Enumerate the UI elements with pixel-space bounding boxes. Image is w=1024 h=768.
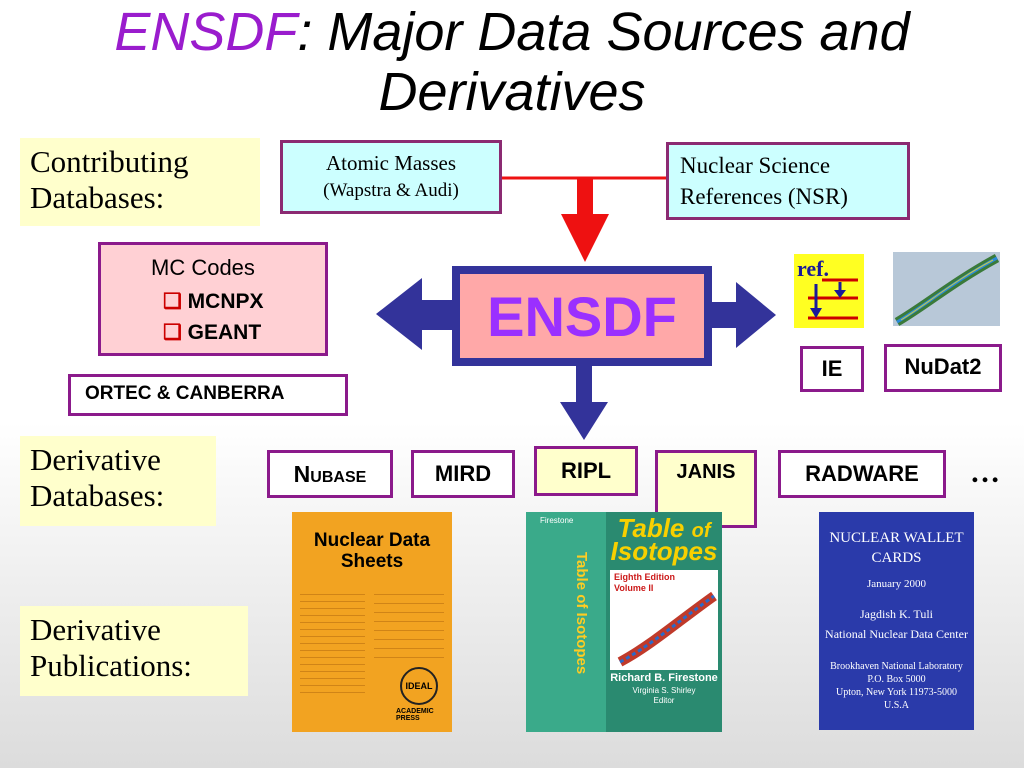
box-line: Atomic Masses [325,151,457,175]
nubase-box: NUBASE [267,450,393,498]
nwc-author-line: National Nuclear Data Center [825,627,968,641]
nwc-address-line: Brookhaven National Laboratory [830,661,963,672]
mc-code-item: ❑ MCNPX [163,289,264,314]
nds-title-line: Nuclear Data [313,530,431,551]
nubase-big: N [293,461,311,487]
nwc-address-line: U.S.A [883,700,909,711]
label-derivative-databases: Derivative Databases: [20,436,216,526]
arrow-left [376,278,452,350]
ortec-canberra-box: ORTEC & CANBERRA [68,374,348,416]
toi-title: Table of Isotopes [608,515,720,564]
nwc-title-line: NUCLEAR WALLET [829,530,964,546]
toi-chart-graphic [617,591,717,667]
box-line: (Wapstra & Audi) [323,180,459,201]
table-of-isotopes-cover: Firestone Table of Isotopes Table of Iso… [526,512,722,732]
checkbox-icon: ❑ [163,290,182,313]
title-accent: ENSDF [114,2,298,62]
label-contributing-databases: Contributing Databases: [20,138,260,226]
ripl-box: RIPL [534,446,638,496]
nsr-box: Nuclear Science References (NSR) [666,142,910,220]
label-line: Derivative [30,612,161,647]
nudat2-box: NuDat2 [884,344,1002,392]
ie-box: IE [800,346,864,392]
toi-spine-panel [526,512,606,732]
nwc-address-line: P.O. Box 5000 [867,674,926,685]
nuclear-data-sheets-cover: Nuclear Data Sheets IDEAL ACADEMIC PRESS [292,512,452,732]
mird-box: MIRD [411,450,515,498]
toi-editor-role: Editor [653,696,675,705]
label-derivative-publications: Derivative Publications: [20,606,248,696]
label-line: Derivative [30,442,161,477]
ref-icon-text: ref. [797,256,829,281]
ensdf-label: ENSDF [460,274,704,358]
nwc-date: January 2000 [867,578,926,590]
arrow-right [712,282,776,348]
toi-title-word: Table [617,513,685,543]
nwc-address: Brookhaven National Laboratory P.O. Box … [819,660,974,712]
ref-icon-graphic [808,278,858,320]
ideal-logo: IDEAL [400,667,438,705]
page-title: ENSDF: Major Data Sources and Derivative… [0,2,1024,122]
toi-editor: Virginia S. Shirley [632,686,696,695]
toi-edition-line: Volume II [614,583,654,593]
toi-chart-panel: Eighth Edition Volume II [610,570,718,670]
nwc-author: Jagdish K. Tuli National Nuclear Data Ce… [819,604,974,644]
nds-title-line: Sheets [340,551,404,572]
nuclide-chart-graphic [894,254,1000,326]
ref-icon: ref. [794,254,864,328]
nwc-author-line: Jagdish K. Tuli [859,607,934,621]
label-line: Publications: [30,648,192,683]
nds-text-block-right [374,594,444,664]
mc-codes-box: MC Codes ❑ MCNPX ❑ GEANT [98,242,328,356]
nwc-title-line: CARDS [871,550,922,566]
nds-text-block-left [300,594,365,694]
toi-edition: Eighth Edition Volume II [610,570,718,596]
mc-code-label: GEANT [187,321,262,344]
toi-top-author: Firestone [540,516,574,525]
mc-code-label: MCNPX [187,290,264,313]
label-line: Contributing [30,144,189,179]
toi-author: Richard B. Firestone [610,672,718,684]
mc-codes-title: MC Codes [151,255,255,280]
toi-spine-title: Table of Isotopes [573,552,590,675]
arrow-red-down [561,178,609,262]
toi-title-word: of [691,520,711,542]
checkbox-icon: ❑ [163,321,182,344]
title-rest: : Major Data Sources and Derivatives [297,2,910,122]
arrow-blue-down [560,366,608,440]
nuclear-wallet-cards-cover: NUCLEAR WALLET CARDS January 2000 Jagdis… [819,512,974,730]
nwc-title: NUCLEAR WALLET CARDS [819,528,974,568]
ellipsis: … [970,456,1000,489]
nudat-chart-image [893,252,1000,326]
mc-code-item: ❑ GEANT [163,320,261,345]
radware-box: RADWARE [778,450,946,498]
toi-edition-line: Eighth Edition [614,572,675,582]
nds-title: Nuclear Data Sheets [292,530,452,572]
atomic-masses-box: Atomic Masses (Wapstra & Audi) [280,140,502,214]
nubase-small: UBASE [310,469,367,486]
box-line: References (NSR) [680,184,848,209]
nds-publisher: ACADEMIC PRESS [396,708,434,722]
label-line: Databases: [30,180,165,215]
nwc-address-line: Upton, New York 11973-5000 [835,687,958,698]
box-line: Nuclear Science [680,153,831,178]
toi-title-word: Isotopes [610,536,718,566]
ensdf-box: ENSDF [452,266,712,366]
label-line: Databases: [30,478,165,513]
